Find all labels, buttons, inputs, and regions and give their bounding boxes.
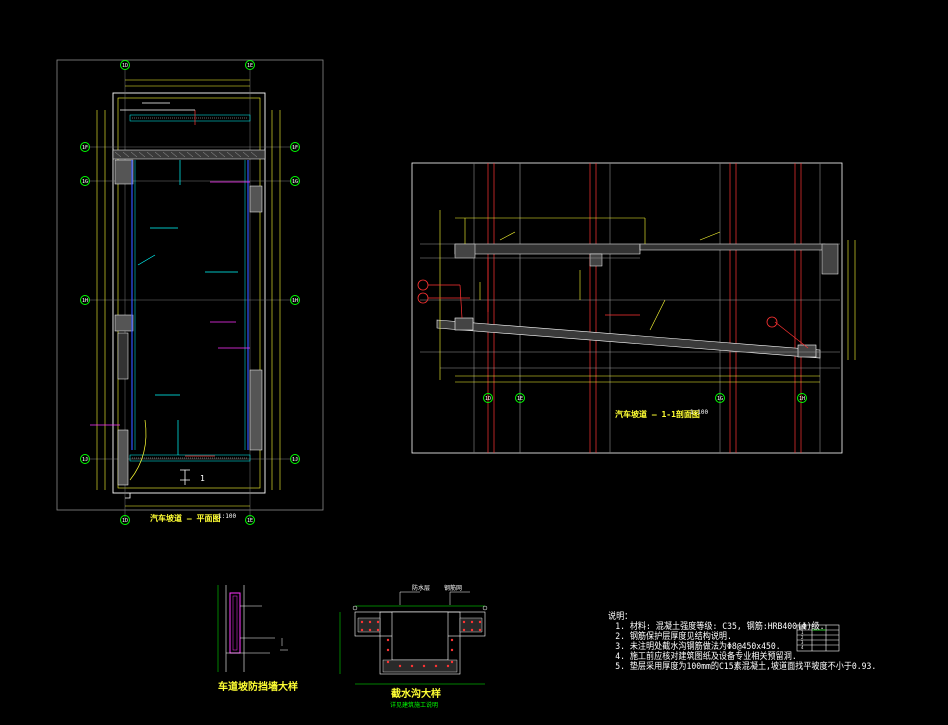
plan-axis-tag: 1D — [120, 515, 130, 525]
general-notes: 说明： 1. 材料: 混凝土强度等级: C35, 钢筋:HRB400(Φ)级. … — [608, 612, 906, 672]
notes-line: 4. 施工前应核对建筑图纸及设备专业相关预留洞. — [615, 652, 797, 662]
plan-axis-tag: 1F — [80, 142, 90, 152]
section-cut-marker: 1 — [200, 474, 205, 483]
plan-axis-tag: 1H — [290, 295, 300, 305]
drain-label-rebar: 钢筋网 — [444, 585, 463, 592]
plan-axis-tag: 1J — [290, 454, 300, 464]
section-axis-tag: 1H — [797, 393, 807, 403]
drain-detail-title: 截水沟大样 — [391, 689, 441, 700]
legend-cell: 1 — [801, 630, 804, 635]
section-view — [411, 162, 856, 454]
section-scale: 1:100 — [690, 409, 709, 416]
section-axis-tag: 1D — [483, 393, 493, 403]
section-axis-tag: 1E — [515, 393, 525, 403]
plan-title: 汽车坡道 — 平面图 — [150, 514, 221, 523]
drain-label-waterproof: 防水层 — [412, 585, 431, 592]
drain-detail-subnote: 详见建筑施工说明 — [390, 702, 439, 709]
plan-view — [56, 59, 324, 520]
section-axis-tag: 1G — [715, 393, 725, 403]
notes-line: 3. 未注明处截水沟钢筋做法为Φ8@450x450. — [615, 642, 781, 652]
plan-axis-tag: 1E — [245, 515, 255, 525]
plan-axis-tag: 1D — [120, 60, 130, 70]
plan-axis-tag: 1E — [245, 60, 255, 70]
legend-cell: 2 — [801, 635, 804, 640]
drain-detail — [339, 591, 488, 685]
notes-line: 5. 垫层采用厚度为100mm的C15素混凝土,坡道面找平坡度不小于0.93. — [615, 662, 877, 672]
plan-axis-tag: 1G — [80, 176, 90, 186]
plan-axis-tag: 1J — [80, 454, 90, 464]
notes-line: 2. 钢筋保护层厚度见结构说明. — [615, 632, 732, 642]
notes-header: 说明： — [608, 612, 633, 622]
plan-axis-tag: 1F — [290, 142, 300, 152]
legend-cell: 3 — [801, 640, 804, 645]
wall-detail-title: 车道坡防挡墙大样 — [218, 682, 298, 693]
legend-cell: 4 — [801, 645, 804, 650]
plan-scale: 1:100 — [218, 513, 237, 520]
wall-detail — [217, 585, 288, 672]
notes-line: 1. 材料: 混凝土强度等级: C35, 钢筋:HRB400(Φ)级. — [615, 622, 825, 632]
plan-axis-tag: 1H — [80, 295, 90, 305]
plan-axis-tag: 1G — [290, 176, 300, 186]
legend-cell: 编号 — [799, 625, 807, 630]
section-title: 汽车坡道 — 1-1剖面图 — [615, 410, 700, 419]
legend-table-lines — [796, 624, 840, 652]
